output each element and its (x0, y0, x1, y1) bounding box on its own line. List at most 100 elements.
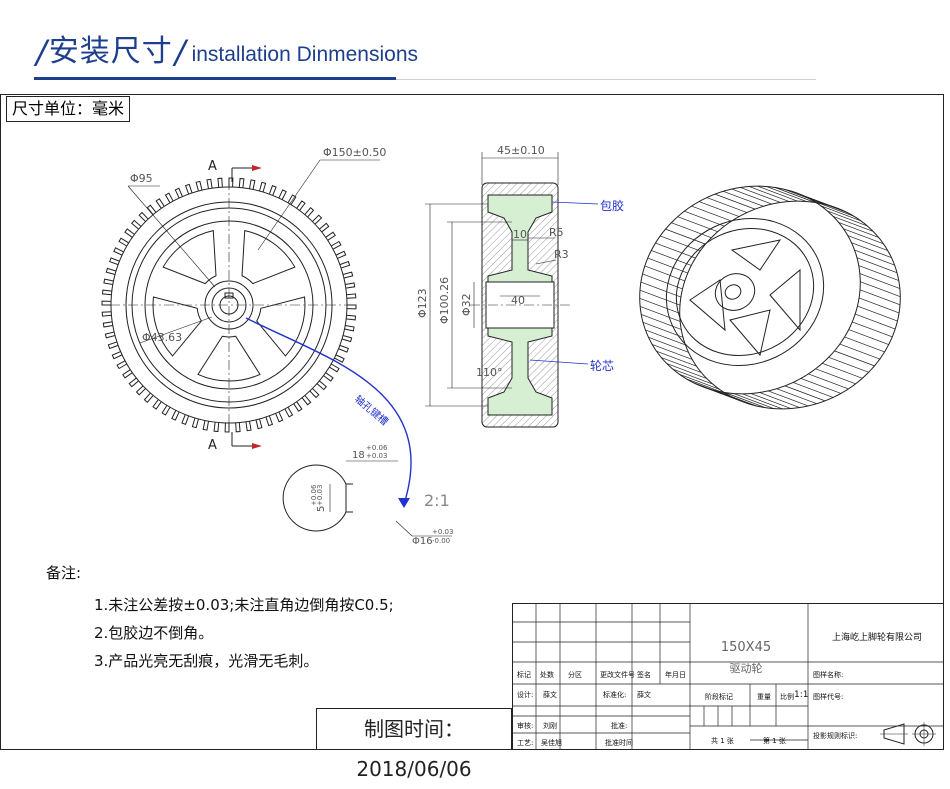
iso-tread-rib (725, 392, 766, 408)
notes-title: 备注: (46, 564, 82, 582)
header-underline (34, 77, 396, 80)
leader-r3 (535, 259, 557, 265)
iso-tread-rib (651, 250, 692, 266)
keyway-leader-arrow (398, 498, 410, 508)
tread-tooth (152, 399, 162, 410)
tb-standardizer: 薛文 (637, 691, 651, 699)
section-label-top: A (208, 159, 217, 174)
tread-tooth (224, 422, 230, 433)
iso-tread-rib (843, 228, 884, 245)
tread-tooth (339, 260, 351, 269)
tread-tooth (105, 267, 117, 275)
tread-tooth (287, 194, 297, 205)
iso-tread-rib (858, 265, 899, 281)
iso-tread-rib (766, 186, 807, 202)
tb-count: 处数 (540, 671, 554, 679)
iso-tread-rib (859, 289, 901, 306)
tread-tooth (334, 354, 345, 363)
tread-tooth (103, 278, 114, 286)
dim-d32: Φ32 (460, 293, 473, 316)
iso-tread-rib (750, 393, 792, 409)
note-line: 2.包胶边不倒角。 (94, 624, 214, 642)
iso-tread-rib (759, 392, 800, 408)
iso-hub (714, 273, 756, 311)
tread-tooth (346, 314, 357, 321)
tread-tooth (319, 222, 330, 233)
tread-tooth (181, 414, 190, 425)
iso-tread-rib (639, 289, 681, 306)
iso-tread-rib (672, 368, 713, 385)
tb-design-label: 设计: (517, 691, 534, 699)
tread-tooth (143, 392, 154, 403)
iso-tread-rib (642, 321, 684, 338)
section-view (425, 152, 599, 428)
iso-tread-rib (847, 235, 888, 251)
tb-date: 年月日 (665, 671, 686, 679)
iso-tread-rib (652, 344, 693, 360)
tb-processor: 吴佳旭 (541, 739, 562, 747)
leader-outer (257, 159, 321, 251)
iso-tread-rib (839, 343, 880, 360)
iso-window (730, 239, 782, 271)
tread-tooth (312, 214, 323, 225)
tread-tooth (248, 179, 256, 190)
iso-tread-rib (776, 388, 817, 405)
tread-tooth (118, 237, 129, 247)
iso-tread-rib (641, 314, 682, 330)
iso-tire-back (679, 200, 901, 410)
tread-tooth (309, 388, 320, 399)
tread-tooth (206, 178, 213, 189)
notes: 备注: 1.未注公差按±0.03;未注直角边倒角按C0.5; 2.包胶边不倒角。… (46, 562, 394, 675)
iso-tread-rib (852, 321, 893, 338)
iso-window (689, 279, 726, 332)
tread-tooth (329, 363, 340, 373)
spoke-window (241, 230, 296, 285)
tread-tooth (323, 372, 334, 382)
tread-tooth (104, 331, 116, 339)
iso-tread-rib (827, 210, 868, 227)
header-title-en: installation Dinmensions (191, 43, 419, 66)
iso-tread-rib (655, 242, 696, 259)
iso-tread-rib (656, 350, 697, 367)
dim-bore-region: Φ43.63 (142, 331, 182, 344)
iso-tread-rib (859, 273, 900, 289)
tb-sheets-total: 共 1 张 (711, 737, 734, 745)
tread-tooth (235, 422, 241, 433)
tb-reviewer: 刘刚 (543, 722, 557, 730)
iso-tread-rib (640, 281, 682, 298)
iso-window (729, 309, 771, 357)
iso-hub-outer (675, 227, 815, 357)
iso-tread-rib (671, 222, 712, 239)
tread-tooth (171, 410, 180, 421)
iso-tire-front (639, 185, 861, 395)
iso-tread-rib (768, 390, 809, 407)
tb-projection: 投影规则标识: (813, 732, 858, 740)
tread-tooth (124, 228, 135, 238)
iso-bore (724, 284, 742, 300)
tread-tooth (345, 282, 356, 289)
iso-tread-rib (860, 281, 901, 297)
tb-date-label: 批准时间 (605, 739, 633, 747)
iso-tread-rib (844, 336, 885, 353)
iso-window (769, 268, 801, 332)
dim-r3: R3 (554, 248, 569, 261)
iso-tread-rib (716, 390, 757, 407)
tread-tooth (146, 204, 157, 215)
drawing-time: 制图时间：2018/06/06 (316, 708, 512, 781)
keyway-leader (245, 317, 412, 505)
dim-outer-diameter: Φ150±0.50 (323, 146, 386, 159)
spoke-window (152, 296, 202, 357)
header-title-cn: 安装尺寸 (48, 34, 173, 69)
tread-tooth (101, 311, 112, 317)
dim-keyway-depth-tol-dn: +0.03 (316, 485, 324, 506)
tread-tooth (268, 185, 277, 196)
tread-tooth (259, 181, 267, 193)
tread-tooth (161, 405, 171, 416)
tread-tooth (278, 189, 287, 200)
iso-tread-rib (800, 378, 842, 394)
tread-tooth (296, 200, 306, 211)
tread-tooth (245, 421, 252, 432)
section-label-bottom: A (208, 438, 217, 453)
iso-tread-rib (783, 188, 824, 205)
tb-designer: 薛文 (543, 691, 557, 699)
